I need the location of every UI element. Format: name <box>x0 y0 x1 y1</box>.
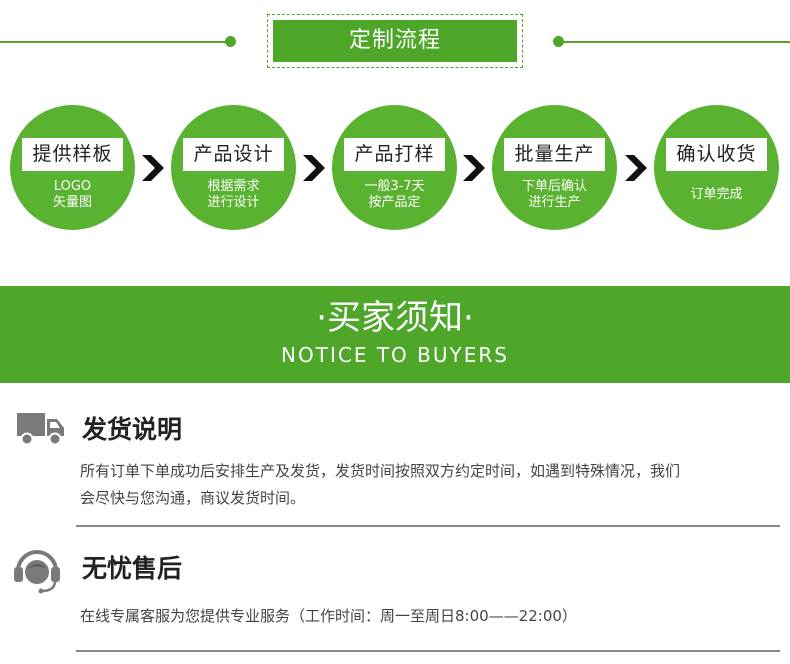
step-desc-line: 一般3-7天 <box>364 179 425 194</box>
step-desc: 根据需求 进行设计 <box>171 179 296 211</box>
step-label: 产品设计 <box>183 138 284 171</box>
shipping-text-line: 所有订单下单成功后安排生产及发货，发货时间按照双方约定时间，如遇到特殊情况，我们 <box>80 462 681 480</box>
step-product-design: 产品设计 根据需求 进行设计 <box>171 105 296 230</box>
header-line-right <box>561 41 790 43</box>
step-desc: 一般3-7天 按产品定 <box>332 179 457 211</box>
step-desc-line: LOGO <box>53 179 92 194</box>
step-desc-line: 根据需求 <box>207 179 260 194</box>
step-provide-sample: 提供样板 LOGO 矢量图 <box>10 105 135 230</box>
step-desc-line: 进行生产 <box>528 195 581 210</box>
step-mass-production: 批量生产 下单后确认 进行生产 <box>492 105 617 230</box>
process-header: 定制流程 <box>0 0 790 80</box>
shipping-text-line: 会尽快与您沟通，商议发货时间。 <box>80 489 306 507</box>
divider <box>76 650 780 652</box>
header-dot-left <box>225 36 236 47</box>
header-dot-right <box>553 36 564 47</box>
shipping-title: 发货说明 <box>82 415 183 444</box>
step-desc-line: 矢量图 <box>52 195 92 210</box>
step-label: 产品打样 <box>344 138 445 171</box>
step-desc: 下单后确认 进行生产 <box>492 179 617 211</box>
aftersales-text: 在线专属客服为您提供专业服务（工作时间：周一至周日8:00——22:00） <box>80 603 780 630</box>
step-confirm-receipt: 确认收货 订单完成 <box>654 105 779 230</box>
aftersales-title: 无忧售后 <box>82 554 183 583</box>
step-desc-line: 订单完成 <box>690 187 743 202</box>
step-desc-line: 按产品定 <box>368 195 421 210</box>
process-steps: 提供样板 LOGO 矢量图 产品设计 根据需求 进行设计 产品打样 一般3-7天… <box>0 105 790 233</box>
step-label: 提供样板 <box>22 138 123 171</box>
aftersales-text-line: 在线专属客服为您提供专业服务（工作时间：周一至周日8:00——22:00） <box>80 607 577 625</box>
header-line-left <box>0 41 228 43</box>
chevron-right-icon <box>463 155 485 181</box>
step-desc-line: 进行设计 <box>207 195 260 210</box>
step-desc: LOGO 矢量图 <box>10 179 135 211</box>
banner-subtitle: NOTICE TO BUYERS <box>281 343 509 367</box>
step-label: 批量生产 <box>504 138 605 171</box>
notice-banner: ·买家须知· NOTICE TO BUYERS <box>0 286 790 383</box>
step-desc-line: 下单后确认 <box>521 179 587 194</box>
banner-title: ·买家须知· <box>316 298 474 338</box>
chevron-right-icon <box>303 155 325 181</box>
process-title: 定制流程 <box>273 20 517 62</box>
step-label: 确认收货 <box>666 138 767 171</box>
step-sampling: 产品打样 一般3-7天 按产品定 <box>332 105 457 230</box>
chevron-right-icon <box>625 155 647 181</box>
process-title-frame: 定制流程 <box>267 14 523 68</box>
truck-icon <box>17 410 65 450</box>
headset-icon <box>12 545 62 599</box>
chevron-right-icon <box>142 155 164 181</box>
divider <box>76 525 780 527</box>
step-desc: 订单完成 <box>654 187 779 203</box>
shipping-text: 所有订单下单成功后安排生产及发货，发货时间按照双方约定时间，如遇到特殊情况，我们… <box>80 458 780 512</box>
